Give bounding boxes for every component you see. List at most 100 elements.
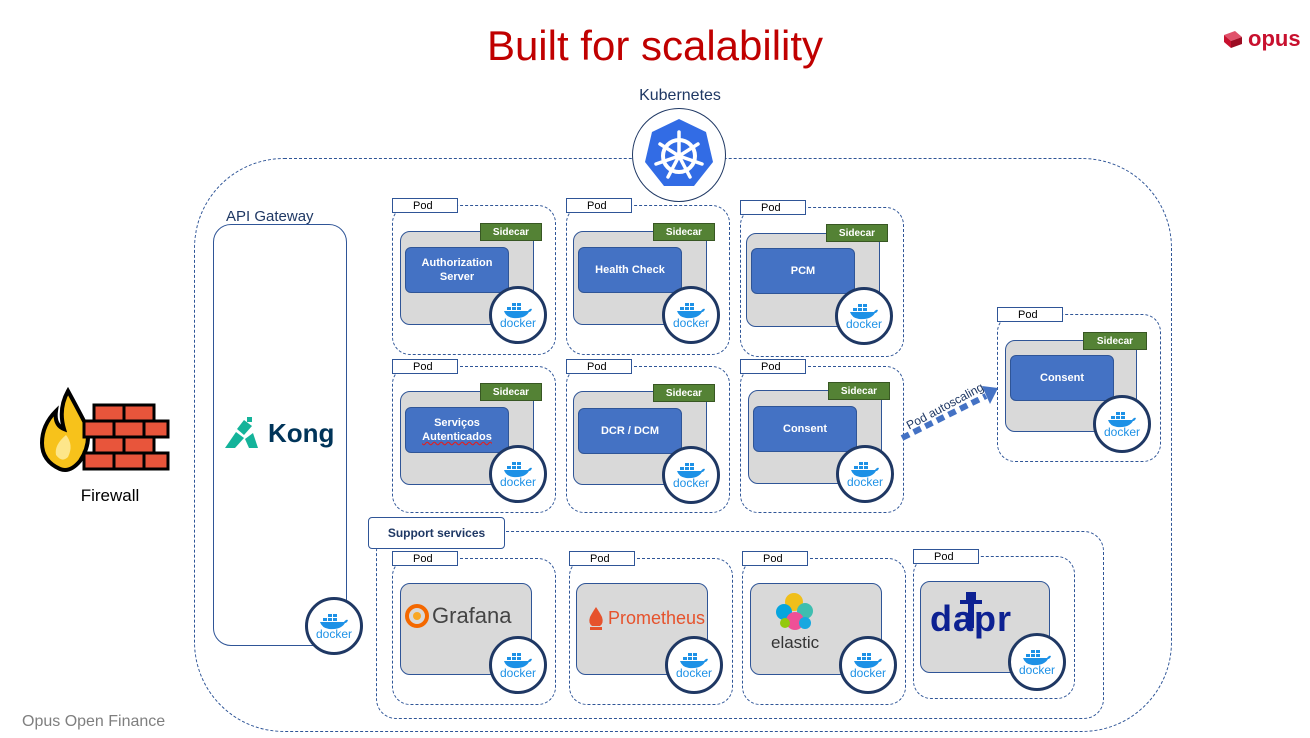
service-dcr-dcm: DCR / DCM <box>578 408 682 454</box>
docker-whale-icon <box>677 303 705 319</box>
docker-whale-icon <box>1023 650 1051 666</box>
service-name: DCR / DCM <box>600 425 660 437</box>
kubernetes-icon <box>645 119 713 186</box>
grafana-icon <box>405 604 429 628</box>
docker-whale-icon <box>320 614 348 630</box>
pod-tag: Pod <box>566 359 632 374</box>
docker-label: docker <box>672 316 710 330</box>
docker-label: docker <box>499 666 537 680</box>
service-pcm: PCM <box>751 248 855 294</box>
service-name: Consent <box>1040 372 1084 384</box>
docker-whale-icon <box>504 653 532 669</box>
docker-whale-icon <box>677 463 705 479</box>
kong-icon <box>225 417 258 448</box>
docker-whale-icon <box>504 303 532 319</box>
docker-badge: docker <box>489 286 547 344</box>
docker-label: docker <box>849 666 887 680</box>
service-health-check: Health Check <box>578 247 682 293</box>
pod-pcm <box>740 207 904 357</box>
pod-dapr <box>913 556 1075 699</box>
docker-label: docker <box>499 316 537 330</box>
grafana-logo: Grafana <box>404 603 512 629</box>
pod-elastic <box>742 558 906 705</box>
docker-badge: docker <box>836 445 894 503</box>
firewall-graphic <box>38 385 172 480</box>
docker-whale-icon <box>504 462 532 478</box>
service-consent: Consent <box>753 406 857 452</box>
dapr-hat-icon <box>960 592 982 628</box>
pod-tag: Pod <box>997 307 1063 322</box>
pod-tag: Pod <box>740 359 806 374</box>
sidecar-badge: Sidecar <box>826 224 888 242</box>
prometheus-logo: Prometheus <box>586 605 705 631</box>
pod-prometheus <box>569 558 733 705</box>
pod-grafana <box>392 558 556 705</box>
api-gateway-label: API Gateway <box>226 208 314 225</box>
docker-whale-icon <box>680 653 708 669</box>
pod-health-check <box>566 205 730 355</box>
opus-logo: opus <box>1222 26 1301 52</box>
elastic-text: elastic <box>771 633 820 652</box>
dapr-text: dapr <box>930 598 1013 639</box>
firewall-label: Firewall <box>80 486 140 505</box>
page-title: Built for scalability <box>486 22 824 69</box>
pod-tag: Pod <box>392 198 458 213</box>
docker-label: docker <box>675 666 713 680</box>
dapr-logo <box>930 592 1010 647</box>
pod-tag: Pod <box>569 551 635 566</box>
service-servicos-autenticados: Serviços Autenticados <box>405 407 509 453</box>
support-services-area <box>376 531 1104 719</box>
service-name: Health Check <box>595 264 665 276</box>
docker-label: docker <box>846 475 884 489</box>
sidecar-badge: Sidecar <box>828 382 890 400</box>
docker-badge: docker <box>665 636 723 694</box>
sidecar-badge: Sidecar <box>480 383 542 401</box>
docker-label: docker <box>1103 425 1141 439</box>
kong-text: Kong <box>268 417 335 448</box>
elastic-icon <box>776 593 813 630</box>
service-authorization-server: Authorization Server <box>405 247 509 293</box>
docker-badge: docker <box>662 446 720 504</box>
docker-badge: docker <box>662 286 720 344</box>
pod-tag: Pod <box>740 200 806 215</box>
docker-badge: docker <box>305 597 363 655</box>
docker-label: docker <box>672 476 710 490</box>
service-name-line1: Serviços <box>434 417 480 429</box>
docker-badge: docker <box>489 445 547 503</box>
pod-servicos-autenticados <box>392 366 556 513</box>
pod-tag: Pod <box>566 198 632 213</box>
logo-text: opus <box>1248 26 1301 51</box>
pod-tag: Pod <box>913 549 979 564</box>
service-consent-scaled: Consent <box>1010 355 1114 401</box>
docker-badge: docker <box>835 287 893 345</box>
prometheus-icon <box>589 607 603 630</box>
sidecar-badge: Sidecar <box>480 223 542 241</box>
grafana-text: Grafana <box>432 603 512 628</box>
service-name: Consent <box>783 423 827 435</box>
docker-label: docker <box>315 627 353 641</box>
kubernetes-label: Kubernetes <box>639 87 721 104</box>
pod-dcr-dcm <box>566 366 730 513</box>
pod-authorization-server <box>392 205 556 355</box>
prometheus-text: Prometheus <box>608 607 706 628</box>
opus-logo-icon <box>1224 31 1242 48</box>
docker-whale-icon <box>1108 412 1136 428</box>
support-services-label: Support services <box>368 517 505 549</box>
pod-tag: Pod <box>392 551 458 566</box>
footer-text: Opus Open Finance <box>22 713 166 730</box>
sidecar-badge: Sidecar <box>653 223 715 241</box>
pod-consent-scaled <box>997 314 1161 462</box>
sidecar-badge: Sidecar <box>1083 332 1147 350</box>
autoscaling-arrow <box>900 386 998 441</box>
kubernetes-logo <box>632 108 726 202</box>
kong-logo: Kong <box>222 416 334 450</box>
docker-whale-icon <box>854 653 882 669</box>
sidecar-badge: Sidecar <box>653 384 715 402</box>
pod-container <box>920 581 1050 673</box>
pod-tag: Pod <box>392 359 458 374</box>
firewall-icon <box>39 386 170 472</box>
service-name-line2: Autenticados <box>422 431 492 443</box>
docker-badge: docker <box>1008 633 1066 691</box>
service-name-line2: Server <box>439 271 475 283</box>
docker-badge: docker <box>839 636 897 694</box>
